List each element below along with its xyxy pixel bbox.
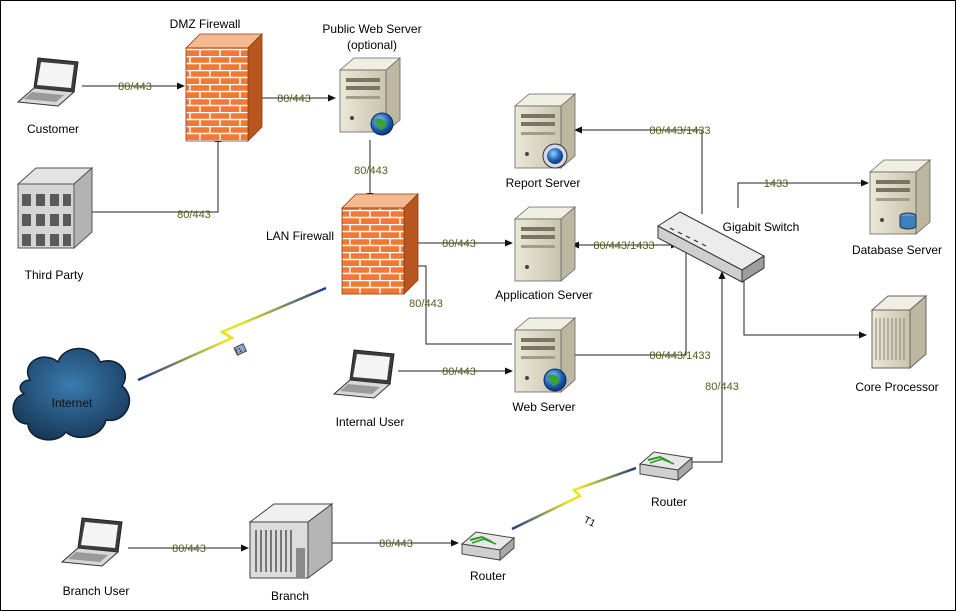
internet-label: Internet bbox=[52, 396, 93, 410]
link-thirdparty-dmz bbox=[92, 134, 222, 213]
customer-laptop-icon[interactable] bbox=[17, 57, 79, 107]
t1-internet-label: T1 bbox=[234, 347, 243, 356]
dmz-firewall-label: DMZ Firewall bbox=[170, 17, 241, 31]
internet-cloud-icon[interactable] bbox=[12, 347, 131, 441]
branch-label: Branch bbox=[271, 589, 309, 603]
port-label-app-switch: 80/443/1433 bbox=[593, 240, 654, 252]
router-hq-label: Router bbox=[651, 495, 687, 509]
port-label-dmz-public: 80/443 bbox=[277, 93, 311, 105]
gigabit-switch-label: Gigabit Switch bbox=[723, 220, 800, 234]
port-label-lan-web: 80/443 bbox=[409, 298, 443, 310]
router-hq-icon[interactable] bbox=[639, 451, 693, 481]
t1-tag-icon bbox=[233, 343, 248, 356]
port-label-switch-db: 1433 bbox=[764, 178, 788, 190]
third-party-building-icon[interactable] bbox=[16, 166, 94, 250]
port-label-lan-app: 80/443 bbox=[442, 238, 476, 250]
lan-firewall-label: LAN Firewall bbox=[266, 229, 334, 243]
third-party-label: Third Party bbox=[25, 268, 84, 282]
connections bbox=[82, 82, 869, 552]
router-branch-label: Router bbox=[470, 569, 506, 583]
customer-label: Customer bbox=[27, 122, 79, 136]
application-server-label: Application Server bbox=[495, 288, 592, 302]
port-label-branchuser-branch: 80/443 bbox=[172, 543, 206, 555]
branch-user-label: Branch User bbox=[63, 584, 130, 598]
branch-user-laptop-icon[interactable] bbox=[61, 517, 123, 567]
public-web-server-sublabel: (optional) bbox=[347, 38, 397, 52]
core-processor-label: Core Processor bbox=[855, 380, 938, 394]
port-label-customer-dmz: 80/443 bbox=[118, 81, 152, 93]
core-processor-icon[interactable] bbox=[870, 294, 928, 370]
lan-firewall-icon[interactable] bbox=[341, 193, 419, 295]
t1-link-internet bbox=[137, 286, 327, 382]
link-web-switch bbox=[574, 244, 690, 356]
application-server-icon[interactable] bbox=[514, 206, 576, 282]
port-label-branch-router: 80/443 bbox=[379, 538, 413, 550]
link-router-switch bbox=[690, 271, 726, 463]
database-server-label: Database Server bbox=[852, 243, 942, 257]
report-server-label: Report Server bbox=[506, 176, 581, 190]
link-switch-db bbox=[737, 179, 869, 208]
port-label-public-lan: 80/443 bbox=[354, 165, 388, 177]
t1-branch-label: T1 bbox=[582, 515, 598, 530]
web-server-icon[interactable] bbox=[514, 317, 576, 393]
public-web-server-icon[interactable] bbox=[339, 57, 401, 136]
link-switch-core bbox=[743, 272, 867, 339]
internal-user-label: Internal User bbox=[336, 415, 405, 429]
web-server-label: Web Server bbox=[512, 400, 575, 414]
internal-user-laptop-icon[interactable] bbox=[333, 349, 395, 399]
port-label-switch-report: 80/443/1433 bbox=[649, 125, 710, 137]
dmz-firewall-icon[interactable] bbox=[185, 33, 263, 142]
port-label-thirdparty-dmz: 80/443 bbox=[177, 209, 211, 221]
link-switch-report bbox=[574, 126, 703, 214]
port-label-internal-web: 80/443 bbox=[442, 366, 476, 378]
port-label-router-switch: 80/443 bbox=[705, 381, 739, 393]
database-server-icon[interactable] bbox=[869, 159, 931, 235]
public-web-server-label: Public Web Server bbox=[322, 22, 421, 36]
report-server-icon[interactable] bbox=[514, 93, 576, 169]
gigabit-switch-icon[interactable] bbox=[657, 211, 765, 283]
branch-building-icon[interactable] bbox=[248, 503, 334, 579]
port-label-web-switch: 80/443/1433 bbox=[649, 350, 710, 362]
router-branch-icon[interactable] bbox=[461, 531, 515, 561]
t1-link-branch bbox=[511, 466, 637, 531]
